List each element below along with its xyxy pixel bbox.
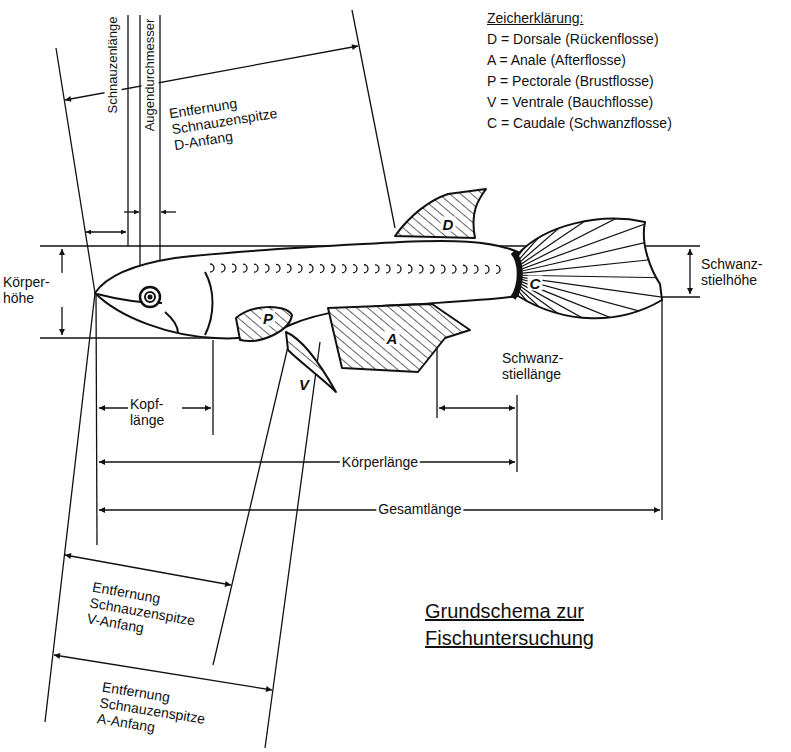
fin-letter: V <box>297 377 311 392</box>
fin-letter: C <box>528 276 543 291</box>
fin-letter: D <box>441 217 456 232</box>
dimension-label: Schwanz- stiellänge <box>502 350 582 382</box>
dimension-label: Gesamtlänge <box>376 500 463 518</box>
legend-entry: D = Dorsale (Rückenflosse) <box>487 31 659 47</box>
dimension-label: Körper- höhe <box>1 273 63 307</box>
dimension-label: Entfernung Schnauzenspitze A-Anfang <box>96 679 224 746</box>
diagram-title: Grundschema zur Fischuntersuchung <box>425 598 705 652</box>
fish-body <box>95 116 685 426</box>
fin-letter: A <box>385 331 400 346</box>
legend-entry: C = Caudale (Schwanzflosse) <box>487 115 672 131</box>
fin-letter: P <box>261 311 275 326</box>
legend-title: Zeicherklärung: <box>487 10 584 26</box>
dimension-lines <box>40 10 700 748</box>
dimension-label: Schwanz- stielhöhe <box>701 256 781 288</box>
dimension-label: Entfernung Schnauzenspitze D-Anfang <box>166 85 298 154</box>
legend-entry: A = Anale (Afterflosse) <box>487 52 626 68</box>
dimension-label: Entfernung Schnauzenspitze V-Anfang <box>86 579 215 648</box>
legend-entry: P = Pectorale (Brustflosse) <box>487 73 654 89</box>
legend-entry: V = Ventrale (Bauchflosse) <box>487 94 653 110</box>
dimension-label: Kopf- länge <box>128 395 182 429</box>
dimension-label: Schnauzenlänge <box>105 15 122 116</box>
dimension-label: Körperlänge <box>340 453 420 471</box>
dimension-label: Augendurchmesser <box>142 17 159 134</box>
